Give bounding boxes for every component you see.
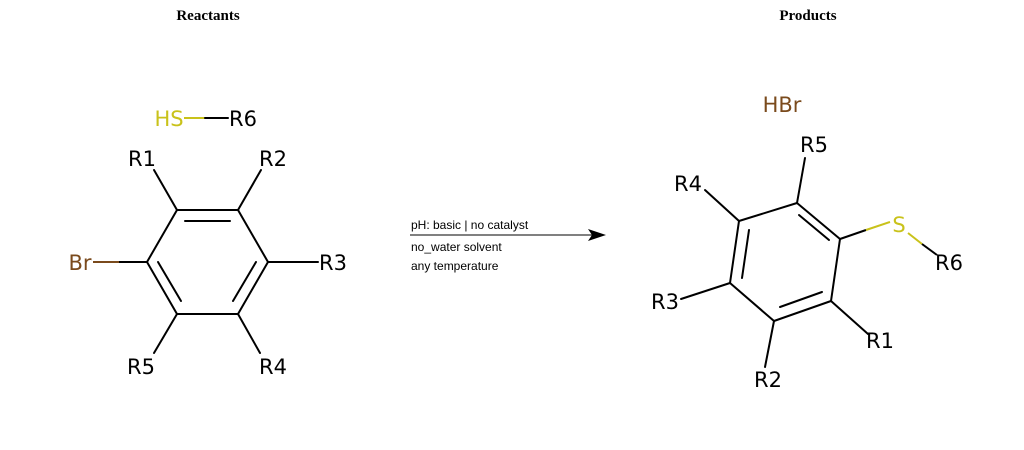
ring-bond xyxy=(146,261,178,315)
ring-double-bond xyxy=(232,261,257,302)
bond-r2 xyxy=(237,169,262,211)
ring-bond xyxy=(830,238,841,302)
condition-line-2: no_water solvent xyxy=(411,240,502,254)
r5-label: R5 xyxy=(800,133,828,157)
r2-label: R2 xyxy=(259,147,287,171)
r4-label: R4 xyxy=(259,355,287,379)
ring-double-bond xyxy=(157,261,182,302)
bond-c-s xyxy=(865,221,891,231)
r6-label: R6 xyxy=(935,251,963,275)
s-label: S xyxy=(892,213,905,237)
ring-bond xyxy=(146,209,178,263)
bond-r3 xyxy=(680,282,731,300)
ring-bond xyxy=(773,300,832,322)
ring-double-bond xyxy=(779,291,823,308)
bond-r4 xyxy=(237,313,261,354)
r1-label: R1 xyxy=(128,147,156,171)
reaction-arrow-group: pH: basic | no catalyst no_water solvent… xyxy=(410,218,606,273)
ring-bond xyxy=(738,202,798,222)
ring-bond xyxy=(237,261,269,315)
condition-line-3: any temperature xyxy=(411,259,499,273)
r1-label: R1 xyxy=(866,329,894,353)
condition-line-1: pH: basic | no catalyst xyxy=(411,218,529,232)
bond-r5 xyxy=(153,313,178,354)
hbr-label: HBr xyxy=(763,93,802,117)
ring-bond xyxy=(729,220,740,284)
bond-r4 xyxy=(704,189,740,222)
bond-r1 xyxy=(830,300,869,335)
ring-bond xyxy=(237,209,269,263)
r3-label: R3 xyxy=(319,251,347,275)
bond-c-s-carbon-half xyxy=(839,229,867,240)
r3-label: R3 xyxy=(651,290,679,314)
r4-label: R4 xyxy=(674,172,702,196)
ring-double-bond xyxy=(741,229,750,279)
arrow-head-icon xyxy=(588,229,606,241)
ring-bond xyxy=(729,282,775,322)
r5-label: R5 xyxy=(127,355,155,379)
bond-s-r6 xyxy=(921,243,938,256)
bond-s-r6-sulfur-half xyxy=(907,232,923,245)
br-label: Br xyxy=(68,251,91,275)
r2-label: R2 xyxy=(754,368,782,392)
thiol-molecule: HS R6 xyxy=(154,107,257,131)
thioether-molecule: S R6 R5 R4 R3 R2 R1 xyxy=(651,133,963,392)
bond-r1 xyxy=(153,169,178,211)
reactants-heading: Reactants xyxy=(176,8,240,24)
bond-r2 xyxy=(764,320,775,368)
bond-r5 xyxy=(796,157,806,204)
ring-double-bond xyxy=(798,214,830,241)
aryl-bromide-molecule: Br R1 R2 R3 R4 R5 xyxy=(68,147,347,379)
thiol-r6-label: R6 xyxy=(229,107,257,131)
products-heading: Products xyxy=(779,8,837,24)
thiol-hs-label: HS xyxy=(154,107,183,131)
ring-bond xyxy=(796,202,841,240)
